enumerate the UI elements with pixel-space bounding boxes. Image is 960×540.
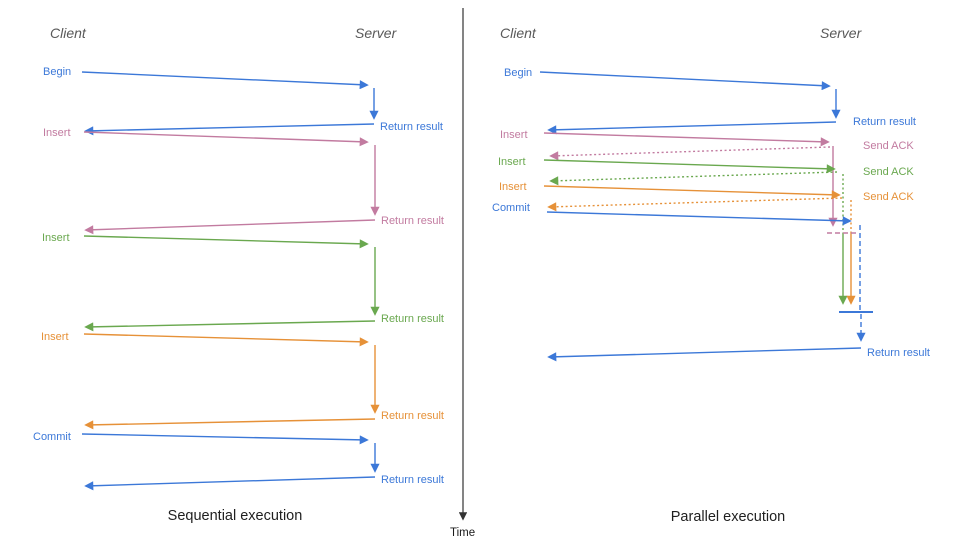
par-insert2-ack-label: Send ACK xyxy=(863,166,914,178)
par-insert3-label: Insert xyxy=(499,181,527,193)
par-insert1-ack-arrow xyxy=(549,146,831,161)
parallel-title: Parallel execution xyxy=(671,509,785,525)
par-begin-response-arrow xyxy=(547,121,837,135)
par-insert3-ack-arrow xyxy=(547,197,843,212)
par-begin-label: Begin xyxy=(504,67,532,79)
time-axis: Time xyxy=(450,8,475,539)
time-axis-label: Time xyxy=(450,527,475,539)
par-insert2-request-arrow xyxy=(543,159,836,174)
par-server-header: Server xyxy=(820,25,863,41)
seq-commit-response-arrow xyxy=(84,476,376,491)
seq-insert1-response-arrow xyxy=(84,219,376,235)
par-insert1-request-arrow xyxy=(543,132,830,147)
seq-insert2-response-label: Return result xyxy=(381,313,444,325)
par-insert3-request-arrow xyxy=(543,185,841,200)
par-insert1-label: Insert xyxy=(500,129,528,141)
par-insert3-ack-label: Send ACK xyxy=(863,191,914,203)
par-begin-response-label: Return result xyxy=(853,116,916,128)
seq-client-header: Client xyxy=(50,25,87,41)
par-commit-response-label: Return result xyxy=(867,347,930,359)
par-insert2-ack-arrow xyxy=(549,171,838,186)
par-insert2-label: Insert xyxy=(498,156,526,168)
par-insert1-ack-label: Send ACK xyxy=(863,140,914,152)
seq-insert3-response-arrow xyxy=(84,418,376,430)
par-client-header: Client xyxy=(500,25,537,41)
seq-begin-response-label: Return result xyxy=(380,121,443,133)
par-commit-label: Commit xyxy=(492,202,530,214)
seq-insert1-response-label: Return result xyxy=(381,215,444,227)
parallel-panel: Client Server Begin Return result Insert… xyxy=(492,25,930,525)
sequential-panel: Client Server Begin Return result Insert… xyxy=(33,25,444,524)
seq-insert3-label: Insert xyxy=(41,331,69,343)
seq-insert3-request-arrow xyxy=(83,333,369,347)
seq-begin-request-arrow xyxy=(81,71,369,90)
sequential-title: Sequential execution xyxy=(168,508,303,524)
seq-insert1-request-arrow xyxy=(83,131,369,147)
par-begin-request-arrow xyxy=(539,71,831,91)
seq-insert2-label: Insert xyxy=(42,232,70,244)
seq-commit-request-arrow xyxy=(81,433,369,445)
seq-insert2-request-arrow xyxy=(83,235,369,249)
seq-begin-label: Begin xyxy=(43,66,71,78)
seq-begin-response-arrow xyxy=(84,123,375,136)
seq-insert2-response-arrow xyxy=(84,320,376,332)
par-commit-response-arrow xyxy=(547,347,862,362)
par-commit-request-arrow xyxy=(546,211,852,226)
seq-insert3-response-label: Return result xyxy=(381,410,444,422)
seq-commit-label: Commit xyxy=(33,431,71,443)
seq-commit-response-label: Return result xyxy=(381,474,444,486)
seq-server-header: Server xyxy=(355,25,398,41)
seq-insert1-label: Insert xyxy=(43,127,71,139)
